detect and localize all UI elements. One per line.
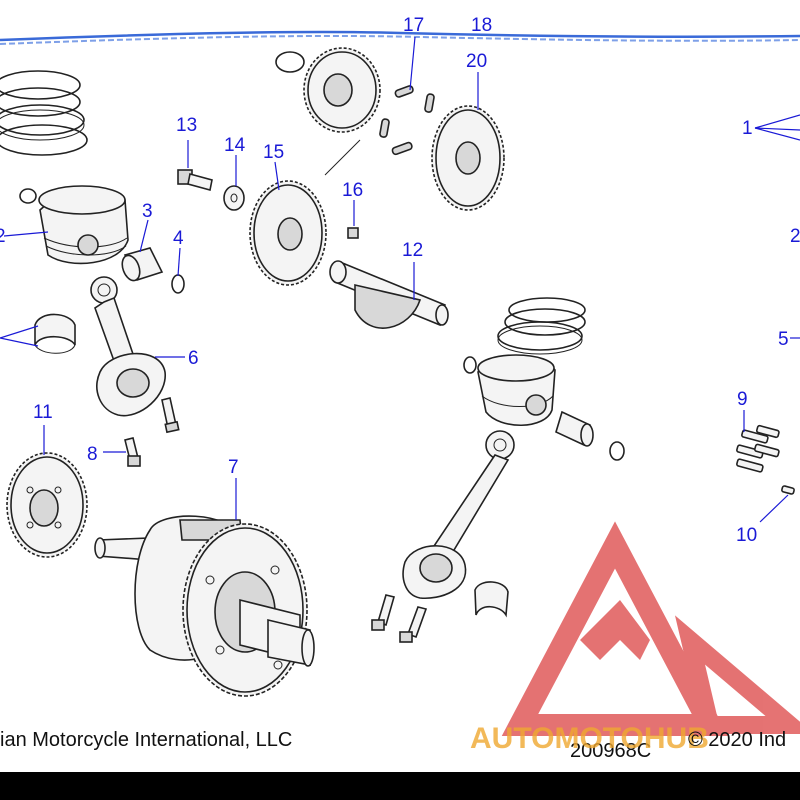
bolts-9 [736,424,780,473]
bolt-8 [124,437,141,467]
piston-pin-right [555,410,594,447]
callout-1: 1 [742,118,753,139]
callout-9: 9 [737,389,748,410]
callout-2: 2 [0,226,6,247]
callout-6: 6 [188,348,199,369]
callout-8: 8 [87,444,98,465]
callout-15: 15 [263,142,284,163]
gear-left [6,452,88,558]
piston-pin [121,247,164,282]
callout-labels: 1 2 2 3 4 5 6 7 8 9 10 11 12 13 14 15 16… [0,15,800,546]
bottom-black-bar [0,772,800,800]
dowel-pins [379,85,435,156]
balance-shaft [329,260,449,329]
piston-left [19,185,129,265]
washer-14 [223,185,245,211]
callout-18: 18 [471,15,492,36]
callout-17: 17 [403,15,424,36]
pin-10 [781,485,795,495]
connecting-rod-right [402,430,515,600]
copyright-right: © 2020 Ind [688,729,786,751]
bearing-shell-left [34,313,76,354]
crankshaft [94,515,315,697]
callout-14: 14 [224,135,246,156]
circlip [171,274,185,294]
leader-lines [0,36,800,523]
gear-15 [249,180,327,286]
callout-4: 4 [173,228,184,249]
gear-17-top [275,47,381,176]
circlip-right [609,441,625,461]
callout-12: 12 [402,240,423,261]
callout-3: 3 [142,201,153,222]
watermark-brand: AUTOMOTOHUB [470,722,709,755]
piston-right [463,354,556,427]
bearing-shell-right [474,581,509,618]
rod-bolts-left [161,397,180,434]
woodruff-key [347,227,359,239]
watermark-logo [501,521,800,736]
callout-10: 10 [736,525,757,546]
callout-13: 13 [176,115,197,136]
callout-16: 16 [342,180,363,201]
bolt-13 [177,169,213,191]
callout-11: 11 [33,402,53,423]
callout-5: 5 [778,329,789,350]
callout-2b: 2 [790,226,800,247]
piston-rings-right [497,297,586,355]
callout-7: 7 [228,457,239,478]
piston-rings-left [0,70,88,156]
connecting-rod-left [90,276,166,417]
rod-bolts-right [371,594,428,643]
gear-20 [431,105,505,211]
copyright-left: ian Motorcycle International, LLC [0,729,292,751]
callout-20: 20 [466,51,487,72]
top-border-stripe [0,30,800,45]
part-number: 200968C [570,740,651,762]
